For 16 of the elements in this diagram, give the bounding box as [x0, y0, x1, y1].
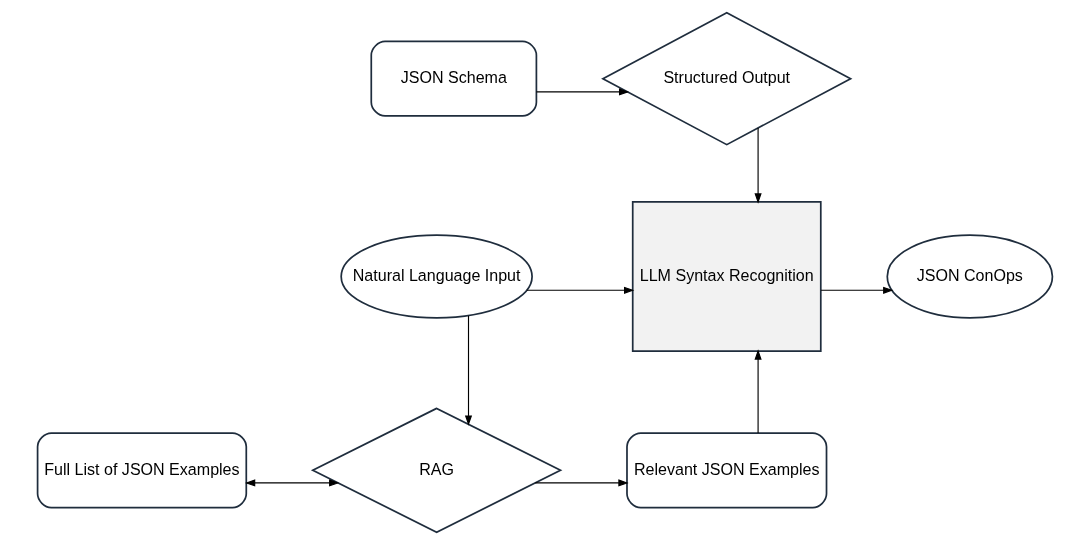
arrow [535, 88, 629, 96]
node-ellipse: Natural Language Input [339, 234, 533, 319]
node-box: JSON Schema [369, 40, 537, 117]
arrow [534, 479, 629, 487]
arrow [753, 349, 762, 434]
node-diamond: Structured Output [600, 11, 852, 146]
node-ellipse: JSON ConOps [885, 234, 1053, 319]
arrow [525, 286, 634, 294]
node-box: Relevant JSON Examples [625, 432, 827, 509]
node-box: Full List of JSON Examples [36, 432, 247, 509]
node-box: LLM Syntax Recognition [631, 201, 822, 352]
arrow [753, 127, 762, 204]
arrow [820, 286, 893, 294]
arrow [244, 479, 339, 487]
node-diamond: RAG [310, 407, 562, 534]
arrow [464, 315, 472, 426]
